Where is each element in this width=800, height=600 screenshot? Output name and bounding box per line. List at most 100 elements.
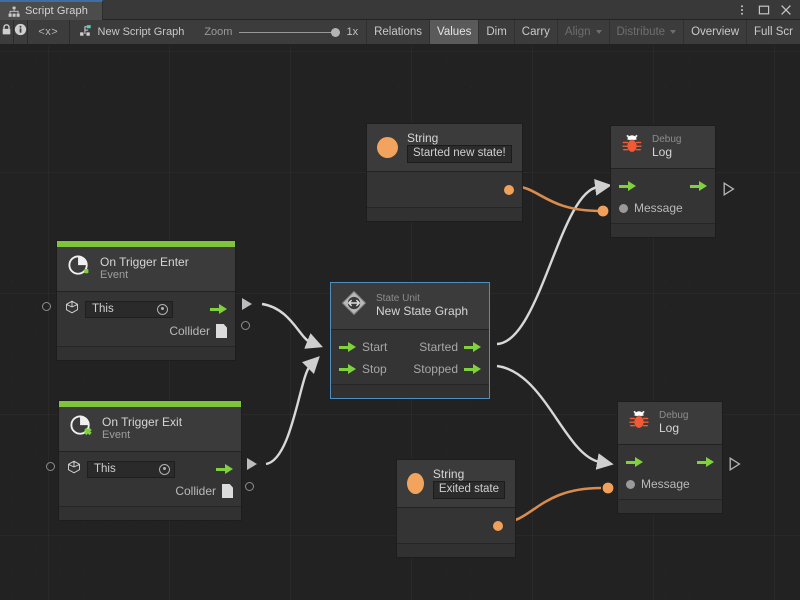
window-titlebar: Script Graph (0, 0, 800, 20)
graph-canvas[interactable]: String Started new state! (0, 46, 800, 600)
state-unit-stop-row: Stop Stopped (331, 358, 489, 380)
zoom-control[interactable]: Zoom 1x (196, 20, 366, 44)
on-trigger-enter-external-flow-port[interactable] (242, 298, 252, 310)
string-bottom-value: Exited state (438, 483, 499, 496)
node-state-unit[interactable]: State Unit New State Graph Start Started (330, 282, 490, 399)
node-debug-log-top-body: Message (611, 169, 715, 223)
on-trigger-enter-target-field[interactable]: This (85, 300, 173, 318)
debug-log-top-flow-out-port[interactable] (690, 181, 707, 191)
debug-log-bottom-message-port[interactable] (626, 479, 635, 489)
graph-name-field[interactable]: New Script Graph (70, 20, 197, 44)
debug-log-bottom-external-flow-port[interactable] (729, 457, 741, 476)
toolbar-button-relations[interactable]: Relations (366, 20, 429, 44)
node-debug-log-top-title: Log (652, 145, 673, 160)
zoom-slider-handle[interactable] (331, 27, 341, 37)
state-unit-started-label: Started (419, 340, 458, 354)
on-trigger-enter-collider-label: Collider (169, 324, 210, 338)
toolbar-button-align-label: Align (564, 26, 591, 38)
debug-log-top-external-flow-port[interactable] (723, 182, 735, 196)
node-debug-log-top[interactable]: Debug Log Message (610, 125, 716, 238)
node-debug-log-top-footer (611, 223, 715, 237)
debug-log-bottom-flow-out-port[interactable] (697, 457, 714, 467)
string-value-icon (377, 136, 398, 158)
toolbar-button-overview-label: Overview (691, 26, 740, 38)
object-picker-icon[interactable] (159, 463, 170, 475)
node-debug-log-bottom[interactable]: Debug Log Message (617, 401, 723, 514)
collider-doc-icon[interactable] (222, 484, 233, 498)
node-state-unit-footer (331, 384, 489, 398)
code-view-button[interactable]: <x> (28, 20, 70, 44)
on-trigger-exit-flow-out-port[interactable] (216, 464, 233, 474)
on-trigger-enter-external-collider-port[interactable] (241, 321, 250, 330)
on-trigger-enter-icon (67, 254, 91, 283)
node-string-bottom-footer (397, 543, 515, 558)
string-value-icon (407, 472, 424, 494)
node-on-trigger-enter-title: On Trigger Enter (100, 254, 189, 269)
lock-icon (0, 23, 13, 41)
gameobject-cube-icon (65, 300, 79, 319)
zoom-value: 1x (346, 26, 359, 38)
on-trigger-exit-icon (69, 414, 93, 443)
debug-log-bottom-flow-in-port[interactable] (626, 457, 643, 467)
node-on-trigger-exit-accent (59, 401, 241, 407)
toolbar-button-carry[interactable]: Carry (513, 20, 557, 44)
node-on-trigger-exit-subtitle: Event (102, 429, 131, 442)
close-icon[interactable] (776, 1, 796, 19)
wire-exit-to-state-stop (265, 356, 320, 466)
node-on-trigger-enter-footer (57, 346, 235, 360)
toolbar-button-dim[interactable]: Dim (478, 20, 513, 44)
tab-script-graph[interactable]: Script Graph (0, 0, 103, 20)
string-top-output-port[interactable] (504, 185, 514, 196)
zoom-slider[interactable] (239, 27, 341, 38)
node-debug-log-bottom-header: Debug Log (618, 402, 722, 445)
debug-log-top-flow-in-port[interactable] (619, 181, 636, 191)
on-trigger-exit-external-collider-port[interactable] (245, 482, 254, 491)
state-unit-started-port[interactable] (464, 342, 481, 352)
on-trigger-enter-external-target-port[interactable] (42, 302, 51, 311)
node-state-unit-title: New State Graph (376, 304, 469, 319)
string-bottom-value-field[interactable]: Exited state (432, 481, 505, 500)
on-trigger-exit-target-value: This (94, 463, 116, 475)
on-trigger-exit-collider-row: Collider (59, 480, 241, 502)
toolbar-button-overview[interactable]: Overview (683, 20, 746, 44)
toolbar-button-distribute[interactable]: Distribute (608, 20, 684, 44)
info-button[interactable] (14, 20, 28, 44)
state-unit-icon (341, 290, 367, 321)
window-controls (732, 0, 796, 20)
lock-button[interactable] (0, 20, 14, 44)
string-bottom-output-port[interactable] (493, 521, 503, 532)
string-top-value-field[interactable]: Started new state! (407, 145, 512, 164)
toolbar-button-values-label: Values (437, 26, 472, 38)
state-unit-start-port[interactable] (339, 342, 356, 352)
node-string-bottom[interactable]: String Exited state (396, 459, 516, 559)
debug-log-top-message-label: Message (634, 201, 683, 215)
tab-label: Script Graph (25, 5, 88, 17)
debug-log-top-message-port[interactable] (619, 203, 628, 213)
maximize-icon[interactable] (754, 1, 774, 19)
kebab-menu-icon[interactable] (732, 1, 752, 19)
node-on-trigger-enter[interactable]: On Trigger Enter Event This (56, 240, 236, 361)
node-string-bottom-body (397, 508, 515, 544)
node-string-top[interactable]: String Started new state! (366, 123, 523, 223)
on-trigger-enter-target-row: This (57, 298, 235, 320)
node-on-trigger-exit[interactable]: On Trigger Exit Event This (58, 400, 242, 521)
string-top-value: Started new state! (413, 147, 506, 160)
graph-toolbar: <x> New Script Graph Zoom 1x (0, 20, 800, 45)
on-trigger-exit-external-flow-port[interactable] (247, 458, 257, 470)
toolbar-button-values[interactable]: Values (429, 20, 479, 44)
toolbar-button-align[interactable]: Align (556, 20, 609, 44)
zoom-slider-track (239, 31, 340, 33)
state-unit-stop-port[interactable] (339, 364, 356, 374)
wire-enter-to-state-start (261, 302, 323, 349)
on-trigger-exit-target-field[interactable]: This (87, 460, 175, 478)
node-string-top-title: String (407, 131, 439, 145)
on-trigger-enter-flow-out-port[interactable] (210, 304, 227, 314)
wire-started-to-debuglog-top (496, 179, 612, 346)
collider-doc-icon[interactable] (216, 324, 227, 338)
state-unit-stopped-port[interactable] (464, 364, 481, 374)
on-trigger-exit-external-target-port[interactable] (46, 462, 55, 471)
object-picker-icon[interactable] (157, 303, 168, 315)
toolbar-button-fullscreen[interactable]: Full Scr (746, 20, 800, 44)
wire-string-top-to-message (511, 184, 602, 213)
chevron-down-icon (670, 30, 677, 34)
